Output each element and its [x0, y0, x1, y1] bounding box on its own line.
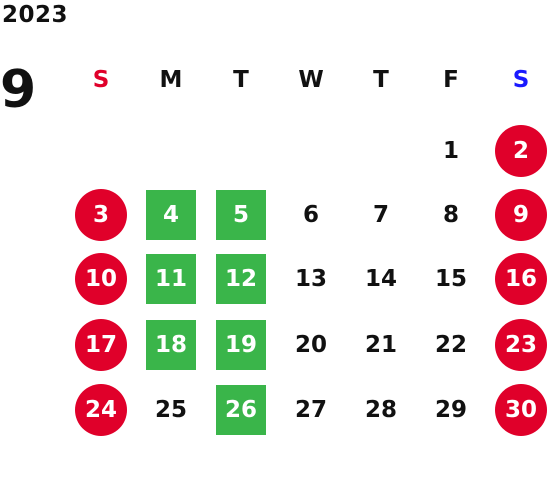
day-cell-6[interactable]: 6	[302, 202, 319, 228]
day-cell-8[interactable]: 8	[442, 202, 459, 228]
day-cell-18[interactable]: 18	[146, 320, 196, 370]
day-cell-13[interactable]: 13	[294, 266, 327, 292]
day-cell-2[interactable]: 2	[495, 125, 547, 177]
day-cell-1[interactable]: 1	[442, 138, 459, 164]
day-cell-17[interactable]: 17	[75, 319, 127, 371]
day-cell-16[interactable]: 16	[495, 253, 547, 305]
day-cell-20[interactable]: 20	[294, 332, 327, 358]
day-cell-9[interactable]: 9	[495, 189, 547, 241]
weekday-monday: M	[159, 67, 183, 93]
day-cell-27[interactable]: 27	[294, 397, 327, 423]
day-cell-3[interactable]: 3	[75, 189, 127, 241]
day-cell-12[interactable]: 12	[216, 254, 266, 304]
day-cell-23[interactable]: 23	[495, 319, 547, 371]
weekday-saturday: S	[512, 67, 530, 93]
weekday-thursday: T	[373, 67, 389, 93]
day-cell-30[interactable]: 30	[495, 384, 547, 436]
day-cell-29[interactable]: 29	[434, 397, 467, 423]
day-cell-7[interactable]: 7	[372, 202, 389, 228]
day-cell-4[interactable]: 4	[146, 190, 196, 240]
day-cell-21[interactable]: 21	[364, 332, 397, 358]
day-cell-25[interactable]: 25	[154, 397, 187, 423]
day-cell-10[interactable]: 10	[75, 253, 127, 305]
weekday-tuesday: T	[233, 67, 249, 93]
day-cell-5[interactable]: 5	[216, 190, 266, 240]
year-label: 2023	[2, 2, 69, 28]
weekday-wednesday: W	[298, 67, 324, 93]
day-cell-14[interactable]: 14	[364, 266, 397, 292]
day-cell-26[interactable]: 26	[216, 385, 266, 435]
day-cell-19[interactable]: 19	[216, 320, 266, 370]
weekday-sunday: S	[92, 67, 110, 93]
day-cell-11[interactable]: 11	[146, 254, 196, 304]
month-number: 9	[0, 60, 37, 120]
day-cell-22[interactable]: 22	[434, 332, 467, 358]
day-cell-15[interactable]: 15	[434, 266, 467, 292]
day-cell-24[interactable]: 24	[75, 384, 127, 436]
day-cell-28[interactable]: 28	[364, 397, 397, 423]
weekday-friday: F	[443, 67, 459, 93]
